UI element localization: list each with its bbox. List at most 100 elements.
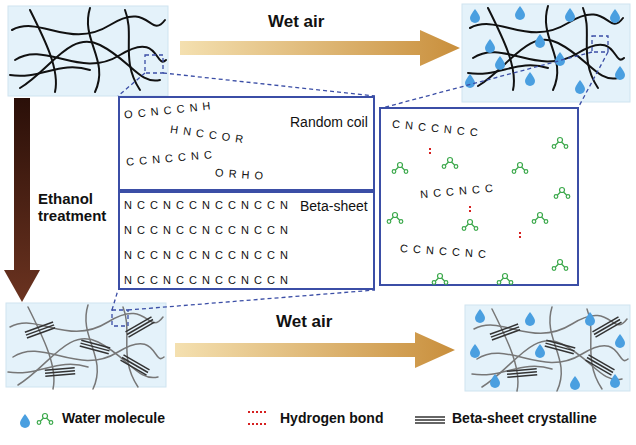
beta-sheet-bundle: [80, 340, 111, 354]
chain-atoms: N C C N C C N C C N C C N: [124, 274, 289, 287]
water-drop: [610, 374, 620, 388]
water-molecule-icon: [468, 220, 473, 225]
water-drop: [470, 344, 480, 358]
water-molecule-icon: [462, 227, 466, 231]
water-molecule-icon: [436, 278, 439, 281]
water-molecule-icon: [552, 138, 568, 149]
water-molecule-icon: [558, 192, 561, 195]
panel: [462, 4, 630, 102]
legend-entry: Beta-sheet crystalline: [452, 410, 597, 426]
water-molecule-icon: [503, 274, 508, 279]
water-molecule-icon: [474, 227, 478, 231]
water-molecule-icon: [562, 142, 565, 145]
structure-label: Random coil: [290, 114, 368, 130]
water-molecule-icon: [391, 217, 394, 220]
hydrogen-bond-mark: [248, 411, 268, 413]
beta-sheet-bundle: [124, 355, 150, 370]
hydrogen-bond-mark: [469, 206, 471, 214]
water-molecule-icon: [542, 217, 545, 220]
beta-sheet-bundle: [545, 346, 574, 354]
beta-sheet-bundle: [490, 324, 520, 340]
beta-sheet-bundle: [492, 330, 520, 340]
water-molecule-icon: [522, 167, 525, 170]
beta-sheet-bundle: [27, 328, 55, 338]
zoom-line: [382, 52, 592, 108]
water-molecule-icon: [497, 274, 513, 285]
hydrogen-bond-mark: [519, 232, 521, 238]
water-drop: [495, 56, 505, 70]
water-molecule-icon: [562, 264, 565, 267]
water-molecule-icon: [507, 278, 510, 281]
zoom-line: [118, 73, 145, 96]
beta-sheet-bundle: [415, 419, 445, 421]
water-molecule-icon: [41, 418, 44, 421]
water-molecule-icon: [556, 264, 559, 267]
water-molecule-icon: [552, 260, 568, 271]
water-molecule-icon: [554, 195, 558, 199]
zoom-lines: [112, 36, 608, 326]
water-molecule-icon: [501, 278, 504, 281]
beta-sheet-bundle: [415, 416, 445, 418]
water-molecule-icon: [454, 165, 458, 169]
water-molecule-icon: [396, 167, 399, 170]
zoom-square: [112, 310, 128, 326]
water-drop: [470, 9, 480, 23]
water-molecule-icon: [438, 274, 443, 279]
water-drop: [515, 6, 525, 20]
water-drop: [525, 312, 535, 326]
water-molecule-icon: [560, 188, 565, 193]
water-molecule-icon: [392, 170, 396, 174]
beta-sheet-bundle: [507, 369, 537, 372]
water-molecule-icon: [552, 267, 556, 271]
beta-sheet-bundle: [415, 422, 445, 424]
water-molecule-icon: [524, 170, 528, 174]
water-molecule-icon: [37, 421, 41, 425]
chain-atoms: N C C N C C: [420, 182, 495, 201]
beta-sheet-bundle: [586, 355, 615, 375]
water-molecule-icon: [558, 260, 563, 265]
chain-atoms: N C C N C C N C C N C C N: [124, 249, 289, 262]
beta-sheet-bundle: [587, 358, 613, 373]
water-drop: [565, 8, 575, 22]
water-molecule-icon: [37, 414, 53, 425]
zoom-square: [592, 36, 608, 52]
chain-atoms: C C N C C N C: [400, 242, 488, 261]
water-molecule-icon: [398, 163, 403, 168]
beta-sheet-bundle: [594, 320, 620, 335]
water-molecule-icon: [442, 158, 458, 169]
water-molecule-icon: [532, 213, 548, 224]
water-molecule-icon: [392, 163, 408, 174]
chain-atoms: C N C C N C C: [392, 117, 480, 139]
water-molecule-icon: [442, 278, 445, 281]
water-molecule-icon: [512, 163, 528, 174]
wet-air-arrow: [175, 332, 455, 368]
water-molecule-icon: [432, 274, 448, 285]
beta-sheet-bundle: [593, 317, 622, 337]
water-drop: [535, 344, 545, 358]
process-label: Wet air: [276, 312, 332, 332]
water-drop: [575, 80, 585, 94]
beta-sheet-bundle: [545, 340, 576, 354]
water-drop: [485, 39, 495, 53]
legend-entry: Water molecule: [62, 410, 165, 426]
beta-sheet-bundle: [45, 371, 75, 374]
water-molecule-icon: [536, 217, 539, 220]
water-molecule-icon: [49, 421, 53, 425]
beta-sheet-bundle: [586, 360, 612, 375]
fibroin-chains: [468, 6, 624, 90]
zoom-line: [163, 73, 375, 96]
water-drop: [615, 334, 625, 348]
water-molecule-icon: [566, 195, 570, 199]
water-molecule-icon: [564, 192, 567, 195]
water-molecule-icon: [516, 167, 519, 170]
zoom-square: [145, 55, 163, 73]
panel: [465, 305, 630, 391]
water-drop: [490, 374, 500, 388]
beta-sheet-bundle: [415, 417, 445, 423]
water-molecule-icon: [509, 281, 513, 285]
wet-air-arrow: [180, 30, 460, 66]
beta-sheet-bundle: [507, 375, 537, 378]
beta-sheet-bundle: [589, 355, 615, 370]
water-molecule-icon: [462, 220, 478, 231]
